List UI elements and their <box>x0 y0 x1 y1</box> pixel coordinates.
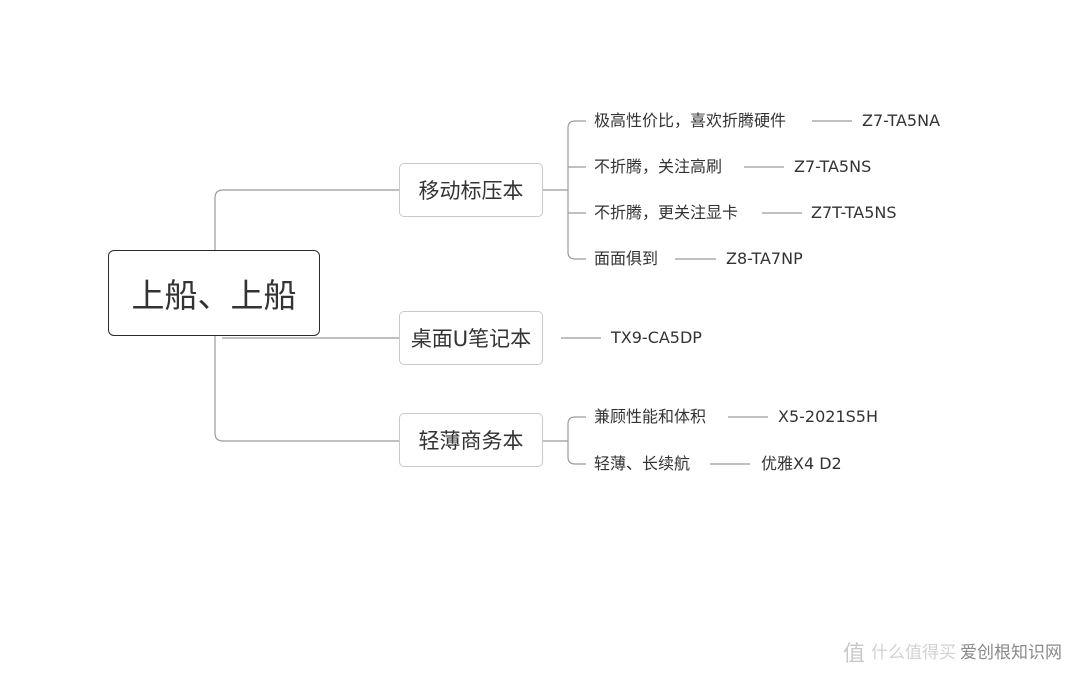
leaf-model[interactable]: 优雅X4 D2 <box>761 454 842 473</box>
branch-topic-desktop-cpu[interactable]: 桌面U笔记本 <box>399 311 543 365</box>
root-connector-bottom <box>214 336 399 442</box>
leaf-connector <box>567 416 586 441</box>
root-topic-label: 上船、上船 <box>131 276 297 315</box>
leaf-model[interactable]: Z7T-TA5NS <box>811 203 897 222</box>
leaf-model[interactable]: Z8-TA7NP <box>726 249 803 268</box>
leaf-model[interactable]: X5-2021S5H <box>778 407 878 426</box>
leaf-model[interactable]: Z7-TA5NA <box>862 111 941 130</box>
leaf-label[interactable]: 轻薄、长续航 <box>594 454 691 473</box>
leaf-label[interactable]: 极高性价比，喜欢折腾硬件 <box>594 111 787 130</box>
leaf-label[interactable]: 不折腾，更关注显卡 <box>594 203 739 222</box>
branch-topic-mobile[interactable]: 移动标压本 <box>399 163 543 217</box>
watermark-text: 爱创根知识网 <box>960 643 1062 663</box>
leaf-label[interactable]: 面面俱到 <box>594 249 659 268</box>
leaf-connector <box>567 120 586 190</box>
root-connector-top <box>214 189 399 250</box>
leaf-label[interactable]: 兼顾性能和体积 <box>594 407 707 426</box>
leaf-model[interactable]: TX9-CA5DP <box>611 328 702 347</box>
branch-topic-label: 轻薄商务本 <box>418 429 524 453</box>
leaf-connector <box>567 190 586 260</box>
root-topic[interactable]: 上船、上船 <box>108 250 320 336</box>
branch-topic-business[interactable]: 轻薄商务本 <box>399 413 543 467</box>
watermark-faint-text: 什么值得买 <box>871 643 956 663</box>
leaf-model[interactable]: Z7-TA5NS <box>794 157 872 176</box>
branch-topic-label: 移动标压本 <box>418 179 524 203</box>
branch-topic-label: 桌面U笔记本 <box>410 327 532 351</box>
value-icon: 值 <box>842 642 865 667</box>
leaf-label[interactable]: 不折腾，关注高刷 <box>594 157 723 176</box>
leaf-connector <box>567 441 586 465</box>
watermark: 值什么值得买爱创根知识网 <box>843 636 1062 668</box>
